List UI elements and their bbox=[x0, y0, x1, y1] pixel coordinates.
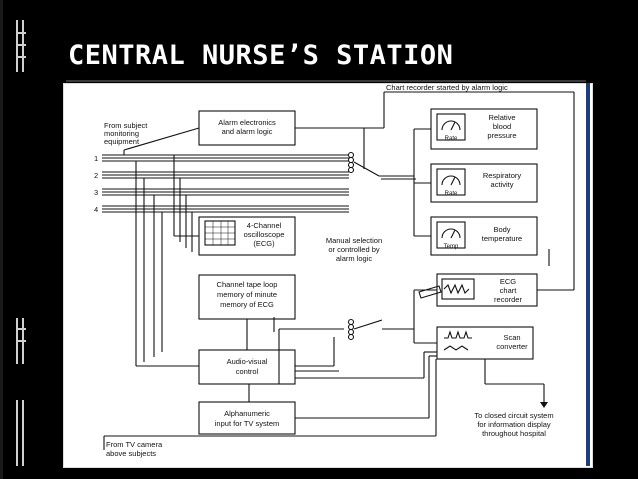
panel-blue-edge bbox=[586, 83, 590, 466]
slide-title: CENTRAL NURSE’S STATION bbox=[68, 40, 454, 71]
channel-number-4: 4 bbox=[94, 205, 98, 214]
decorative-bars-top bbox=[16, 20, 26, 80]
alarm-box-line-1: Alarm electronics bbox=[218, 118, 276, 127]
body-temp-line-2: temperature bbox=[482, 234, 522, 243]
relative-bp-meter-label: Rate bbox=[445, 136, 458, 142]
ecg-recorder-line-2: chart bbox=[500, 286, 518, 295]
body-temp-meter-label: Temp bbox=[444, 244, 459, 250]
from-subject-line-1: From subject bbox=[104, 121, 148, 130]
audio-visual-line-1: Audio-visual bbox=[227, 357, 268, 366]
respiratory-line-1: Respiratory bbox=[483, 171, 522, 180]
body-temp-line-1: Body bbox=[493, 225, 510, 234]
relative-bp-line-2: blood bbox=[493, 122, 511, 131]
ecg-recorder-line-1: ECG bbox=[500, 277, 516, 286]
tape-loop-line-2: memory of minute bbox=[217, 290, 277, 299]
respiratory-meter-label: Rate bbox=[445, 191, 458, 197]
audio-visual-line-2: control bbox=[236, 367, 259, 376]
block-diagram: Chart recorder started by alarm logic Fr… bbox=[94, 83, 575, 458]
channel-number-3: 3 bbox=[94, 188, 98, 197]
from-subject-line-2: monitoring bbox=[104, 129, 139, 138]
decorative-bars-mid bbox=[16, 318, 26, 368]
ecg-recorder-line-3: recorder bbox=[494, 295, 522, 304]
from-tv-camera-line-2: above subjects bbox=[106, 449, 156, 458]
respiratory-line-2: activity bbox=[491, 180, 514, 189]
oscilloscope-line-3: (ECG) bbox=[253, 239, 275, 248]
alphanumeric-line-1: Alphanumeric bbox=[224, 409, 270, 418]
relative-bp-line-3: pressure bbox=[487, 131, 516, 140]
tape-loop-line-1: Channel tape loop bbox=[217, 280, 278, 289]
manual-selection-line-2: or controlled by bbox=[328, 245, 380, 254]
diagram-panel: Chart recorder started by alarm logic Fr… bbox=[63, 83, 593, 468]
manual-selection-line-1: Manual selection bbox=[326, 236, 382, 245]
oscilloscope-line-2: oscilloscope bbox=[244, 230, 285, 239]
from-tv-camera-line-1: From TV camera bbox=[106, 440, 163, 449]
closed-circuit-line-2: for information display bbox=[477, 420, 551, 429]
channel-number-2: 2 bbox=[94, 171, 98, 180]
closed-circuit-line-3: throughout hospital bbox=[482, 429, 546, 438]
title-underline bbox=[66, 80, 586, 82]
manual-selection-line-3: alarm logic bbox=[336, 254, 373, 263]
left-edge-bar bbox=[0, 0, 3, 479]
decorative-bars-bottom bbox=[16, 400, 26, 470]
top-note: Chart recorder started by alarm logic bbox=[386, 84, 508, 92]
closed-circuit-line-1: To closed circuit system bbox=[474, 411, 553, 420]
relative-bp-line-1: Relative bbox=[488, 113, 515, 122]
scan-converter-line-2: converter bbox=[496, 342, 528, 351]
oscilloscope-line-1: 4-Channel bbox=[247, 221, 282, 230]
scan-converter-line-1: Scan bbox=[503, 333, 520, 342]
channel-number-1: 1 bbox=[94, 154, 98, 163]
alarm-box-line-2: and alarm logic bbox=[222, 127, 273, 136]
alphanumeric-line-2: input for TV system bbox=[215, 419, 279, 428]
from-subject-line-3: equipment bbox=[104, 137, 140, 146]
tape-loop-line-3: memory of ECG bbox=[220, 300, 274, 309]
